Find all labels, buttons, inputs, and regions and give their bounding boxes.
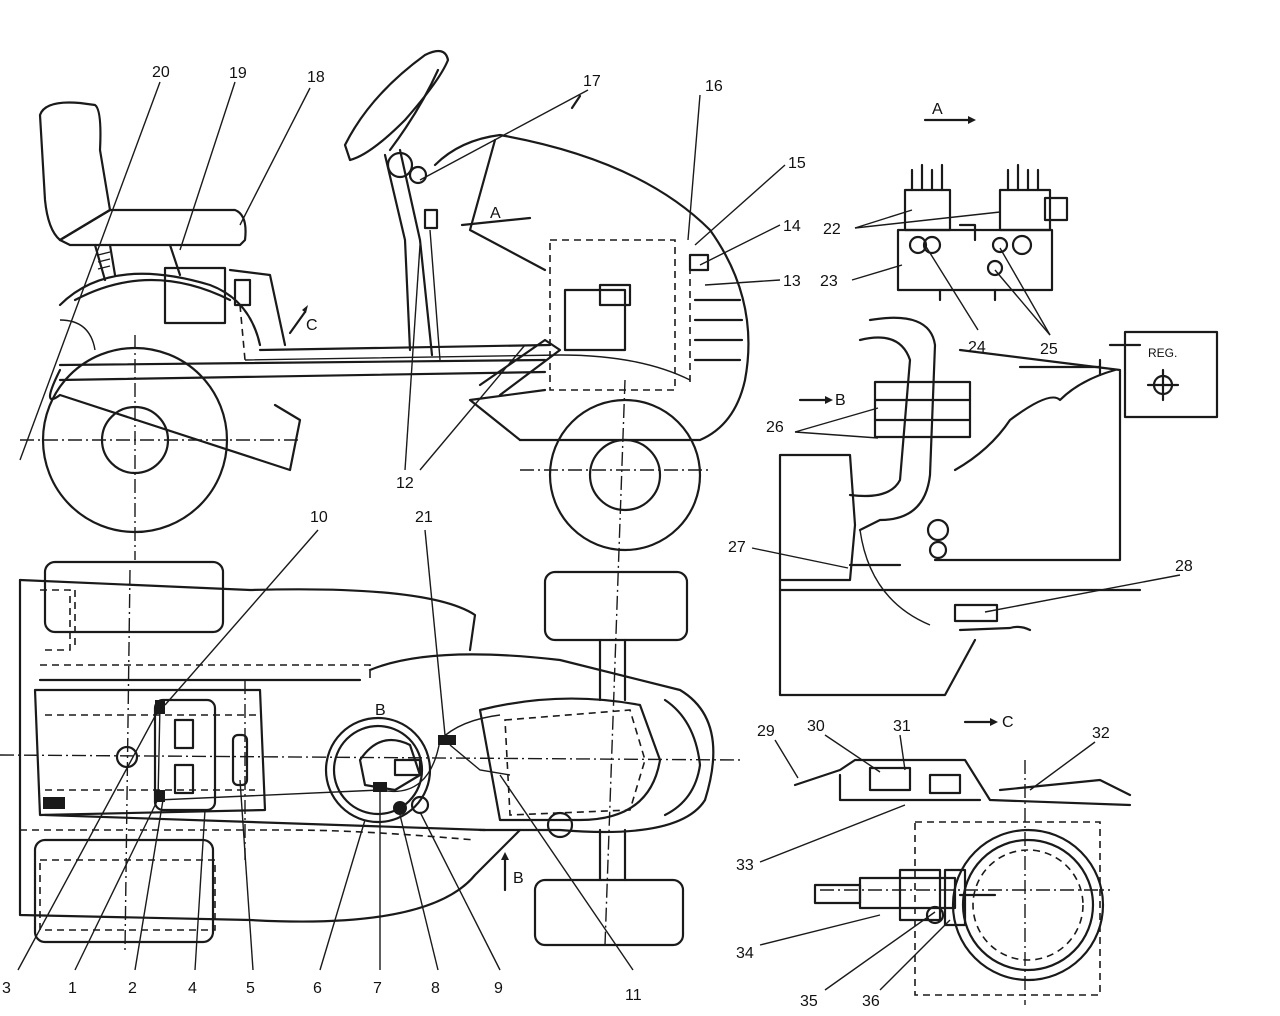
callout-33: 33 <box>736 857 754 874</box>
callout-18: 18 <box>307 69 325 86</box>
callout-32: 32 <box>1092 725 1110 742</box>
callout-35: 35 <box>800 993 818 1010</box>
callout-20: 20 <box>152 64 170 81</box>
view-c-arrow-label: C <box>1002 714 1014 731</box>
callout-22: 22 <box>823 221 841 238</box>
side-view-tractor <box>20 49 750 946</box>
detail-view-a <box>896 163 1069 302</box>
callout-28: 28 <box>1175 558 1193 575</box>
callout-31: 31 <box>893 718 911 735</box>
callout-27: 27 <box>728 539 746 556</box>
view-marker-labels: A A B B B C C REG. <box>306 101 1177 887</box>
reg-label: REG. <box>1148 346 1177 360</box>
callout-34: 34 <box>736 945 754 962</box>
callout-10: 10 <box>310 509 328 526</box>
leader-lines <box>17 81 1181 991</box>
callout-30: 30 <box>807 718 825 735</box>
callout-36: 36 <box>862 993 880 1010</box>
callout-21: 21 <box>415 509 433 526</box>
callout-1: 1 <box>68 980 77 997</box>
section-b-label: B <box>375 702 386 719</box>
detail-view-c <box>793 758 1132 1005</box>
section-a-label: A <box>490 205 501 222</box>
marker-b-label: B <box>513 870 524 887</box>
callout-2: 2 <box>128 980 137 997</box>
callout-13: 13 <box>783 273 801 290</box>
callout-8: 8 <box>431 980 440 997</box>
callout-25: 25 <box>1040 341 1058 358</box>
callout-5: 5 <box>246 980 255 997</box>
callout-14: 14 <box>783 218 801 235</box>
callout-9: 9 <box>494 980 503 997</box>
callout-24: 24 <box>968 339 986 356</box>
callout-6: 6 <box>313 980 322 997</box>
callout-7: 7 <box>373 980 382 997</box>
callout-4: 4 <box>188 980 197 997</box>
view-arrows <box>288 94 998 892</box>
section-c-label: C <box>306 317 318 334</box>
view-b-arrow-label: B <box>835 392 846 409</box>
callout-15: 15 <box>788 155 806 172</box>
callout-3: 3 <box>2 980 11 997</box>
callout-12: 12 <box>396 475 414 492</box>
callout-labels: 1 2 3 4 5 6 7 8 9 10 11 12 13 14 15 16 1… <box>2 64 1193 1010</box>
detail-view-b <box>778 316 1219 697</box>
top-view-tractor <box>0 560 741 951</box>
callout-23: 23 <box>820 273 838 290</box>
view-a-arrow-label: A <box>932 101 943 118</box>
callout-29: 29 <box>757 723 775 740</box>
callout-19: 19 <box>229 65 247 82</box>
callout-16: 16 <box>705 78 723 95</box>
callout-11: 11 <box>625 987 642 1004</box>
callout-17: 17 <box>583 73 601 90</box>
callout-26: 26 <box>766 419 784 436</box>
